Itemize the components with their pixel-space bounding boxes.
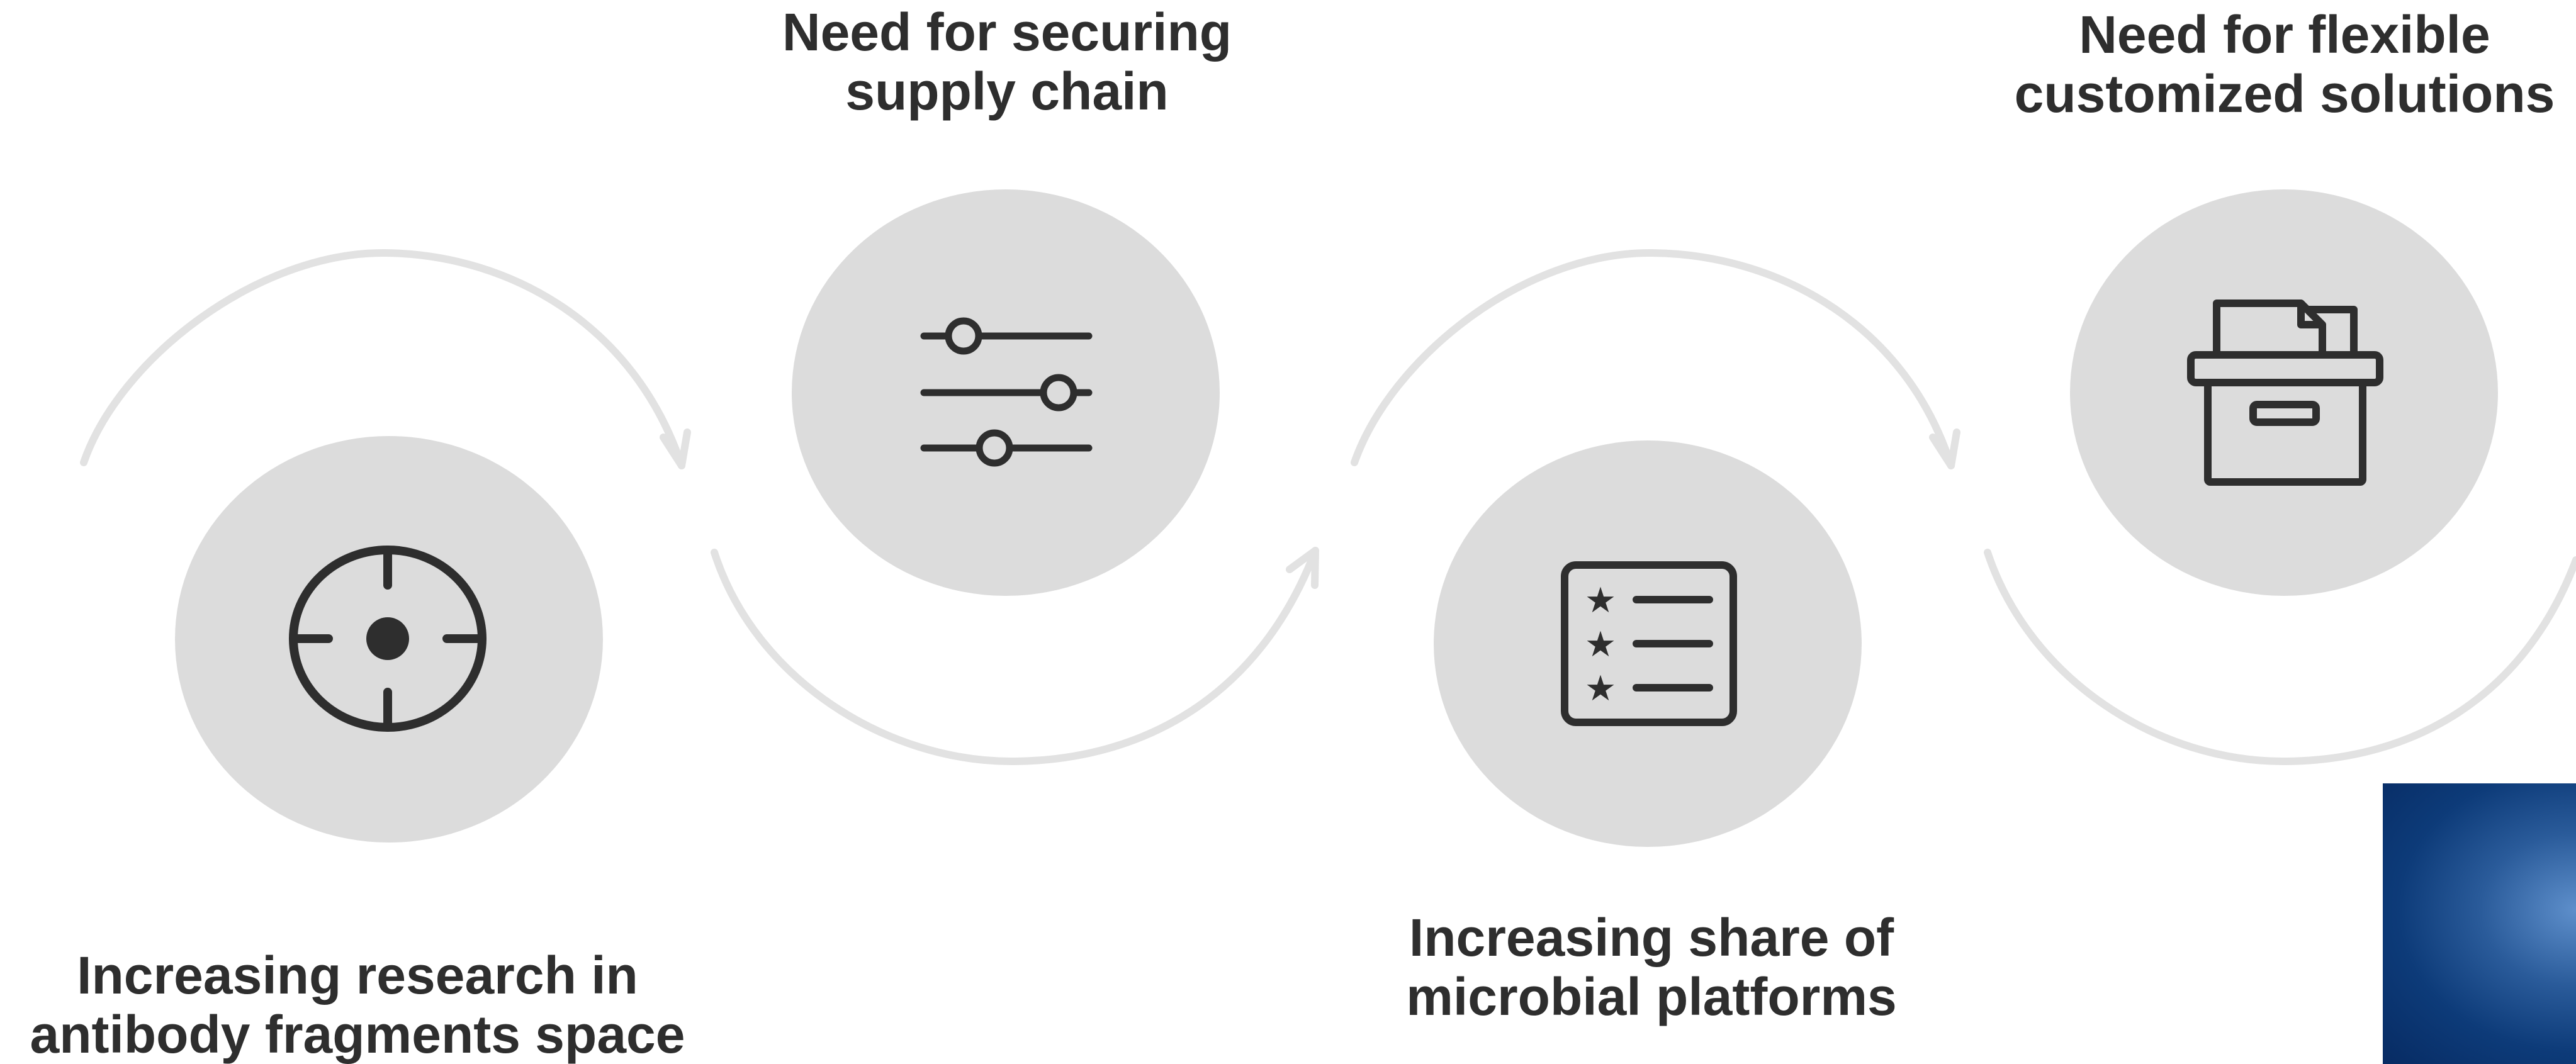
svg-text:★: ★: [1585, 624, 1616, 665]
corner-decoration: [2383, 783, 2576, 1064]
crosshair-target-icon: [289, 546, 487, 732]
step-1-label: Increasing research in antibody fragment…: [11, 946, 704, 1064]
step-4-circle: [2070, 189, 2498, 596]
step-1-label-line-2: antibody fragments space: [30, 1005, 685, 1064]
connector-arrow-2: [711, 547, 1319, 766]
step-3-label-line-1: Increasing share of: [1409, 908, 1894, 967]
step-1-label-line-1: Increasing research in: [77, 946, 638, 1005]
starred-list-icon: ★ ★ ★: [1561, 561, 1737, 726]
archive-box-icon: [2187, 300, 2383, 486]
connector-arrow-1: [80, 249, 691, 469]
step-3-label-line-2: microbial platforms: [1406, 967, 1897, 1026]
step-4-label: Need for flexible customized solutions: [1938, 5, 2576, 123]
svg-text:★: ★: [1585, 668, 1616, 709]
step-4-label-line-1: Need for flexible: [2079, 5, 2490, 64]
connector-arrow-3: [1351, 249, 1960, 469]
step-3-label: Increasing share of microbial platforms: [1305, 908, 1998, 1026]
step-4-label-line-2: customized solutions: [2014, 64, 2555, 123]
svg-text:★: ★: [1585, 580, 1616, 621]
step-2-label: Need for securing supply chain: [661, 3, 1353, 121]
step-2-label-line-2: supply chain: [845, 62, 1169, 121]
step-2-label-line-1: Need for securing: [782, 3, 1232, 62]
sliders-icon: [920, 317, 1093, 467]
connector-arrow-4: [1984, 549, 2576, 766]
